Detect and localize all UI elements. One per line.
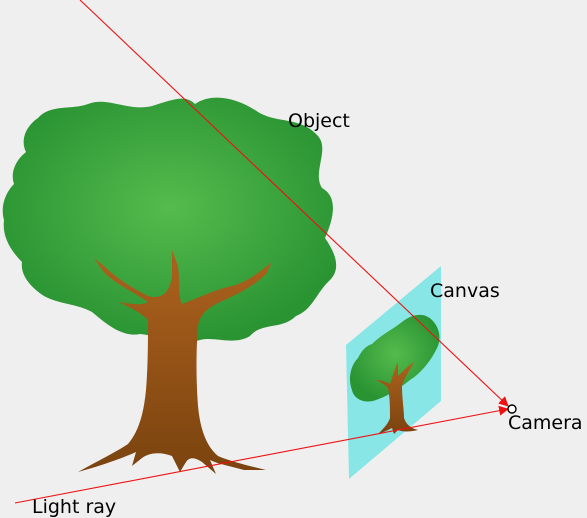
light-ray [14,405,509,504]
label-object: Object [288,110,350,132]
tree-trunk [78,250,272,474]
rays [14,0,509,504]
projected-foliage [350,314,440,402]
projected-trunk [376,362,418,434]
camera-point-icon [507,404,517,414]
label-camera: Camera [508,412,583,434]
object-ray [79,0,509,407]
tree-object [2,97,337,474]
label-canvas: Canvas [430,280,500,302]
label-light-ray: Light ray [32,496,116,518]
projected-tree-image [350,314,440,434]
